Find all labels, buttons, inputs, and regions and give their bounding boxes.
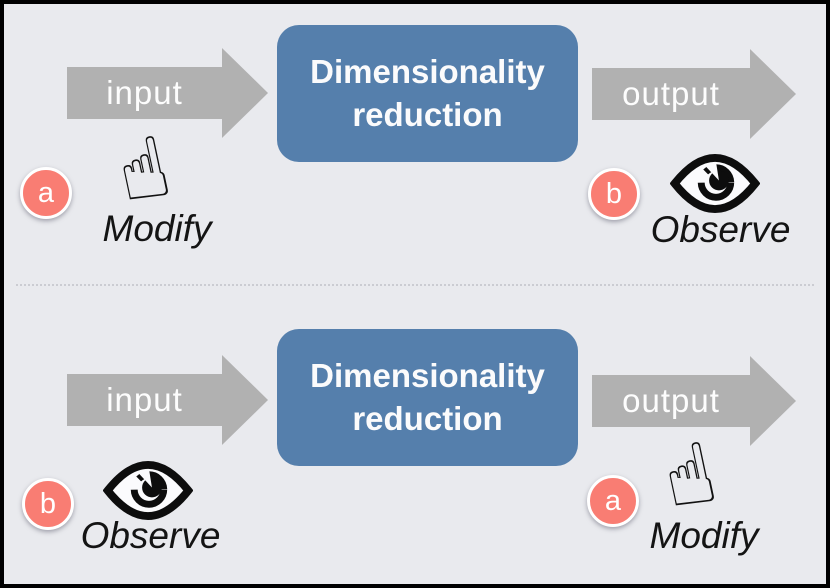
output-arrow-label: output (622, 382, 720, 419)
input-arrow: input (67, 48, 268, 138)
output-arrow-body: output (592, 375, 750, 427)
action-label-observe: Observe (650, 209, 791, 250)
action-label-modify: Modify (102, 208, 212, 249)
input-arrow-body: input (67, 374, 222, 426)
output-arrow-body: output (592, 68, 750, 120)
arrow-head-icon (750, 356, 796, 446)
process-box-label: Dimensionality reduction (310, 356, 545, 437)
output-arrow: output (592, 49, 796, 139)
input-arrow: input (67, 355, 268, 445)
eye-icon (670, 154, 760, 213)
arrow-head-icon (222, 48, 268, 138)
action-label-observe: Observe (80, 515, 221, 556)
step-badge-a: a (20, 167, 72, 219)
process-box: Dimensionality reduction (277, 25, 578, 162)
arrow-head-icon (750, 49, 796, 139)
eye-icon (103, 461, 193, 520)
action-label-modify: Modify (649, 515, 759, 556)
step-badge-a: a (587, 475, 639, 527)
input-arrow-label: input (106, 381, 183, 418)
arrow-head-icon (222, 355, 268, 445)
process-box: Dimensionality reduction (277, 329, 578, 466)
input-arrow-body: input (67, 67, 222, 119)
process-box-label: Dimensionality reduction (310, 52, 545, 133)
divider (16, 284, 814, 286)
output-arrow-label: output (622, 75, 720, 112)
output-arrow: output (592, 356, 796, 446)
step-badge-b: b (22, 478, 74, 530)
step-badge-b: b (588, 168, 640, 220)
input-arrow-label: input (106, 74, 183, 111)
